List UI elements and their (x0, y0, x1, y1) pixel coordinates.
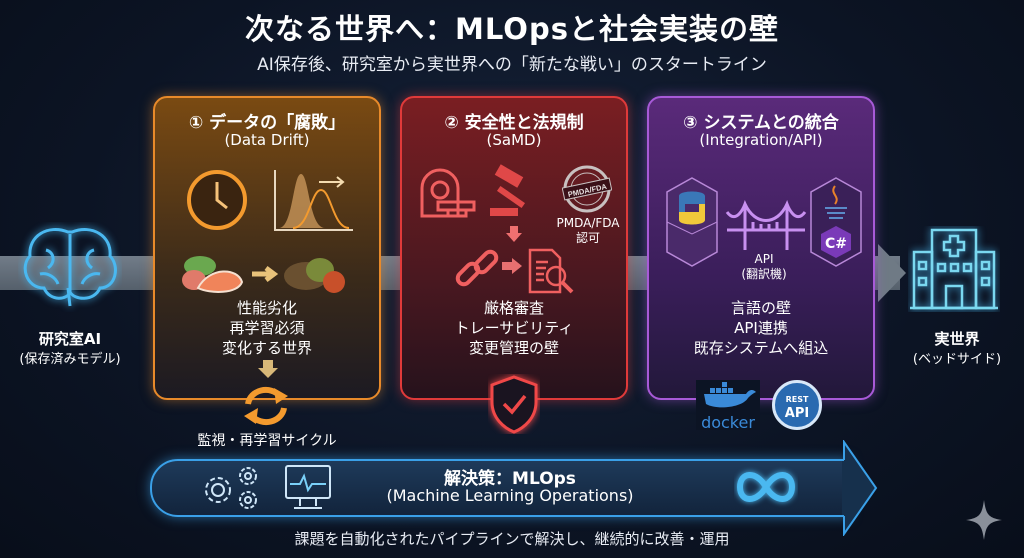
shield-check-icon (490, 375, 538, 434)
panel-subtitle: (SaMD) (486, 131, 542, 149)
rest-api-label: API (784, 406, 810, 421)
solution-subtitle: (Machine Learning Operations) (386, 486, 634, 505)
clock-icon (187, 170, 247, 230)
ct-scanner-icon (420, 168, 476, 218)
solution-title: 解決策：MLOps (444, 469, 576, 489)
pipeline-arrowhead-icon (842, 440, 878, 536)
lab-ai-label: 研究室AI (38, 330, 102, 348)
rest-api-icon: REST API (772, 380, 822, 430)
panel-description: 厳格審査 トレーサビリティ 変更管理の壁 (402, 298, 626, 358)
food-spoiling-icon (182, 256, 345, 293)
panel-data-drift: ① データの「腐敗」 (Data Drift) 性能劣化 再学習必須 変化する世… (153, 96, 381, 400)
panel-integration-api: ③ システムとの統合 (Integration/API) C# API (翻訳機… (647, 96, 875, 400)
gears-icon (205, 467, 257, 509)
bridge-icon (725, 200, 807, 250)
flow-arrow-icon (878, 244, 906, 302)
panel-title: ② 安全性と法規制 (444, 113, 584, 133)
arrow-down-icon (258, 360, 278, 378)
infinity-loop-icon (736, 472, 796, 502)
python-icon (666, 177, 718, 267)
api-translator-label: API (翻訳機) (719, 252, 809, 282)
description-line: 変化する世界 (221, 339, 312, 357)
distribution-shift-chart-icon (274, 170, 353, 231)
page-title: 次なる世界へ：MLOpsと社会実装の壁 (245, 12, 779, 46)
panel-title: ③ システムとの統合 (683, 113, 839, 133)
java-csharp-icon: C# (810, 177, 862, 267)
monitor-heartbeat-icon (285, 465, 331, 509)
cycle-label: 監視・再学習サイクル (197, 433, 337, 449)
chain-link-icon (455, 249, 499, 287)
pmda-fda-stamp-icon: PMDA/FDA (562, 165, 612, 213)
panel-description: 言語の壁 API連携 既存システムへ組込 (649, 298, 873, 358)
arrow-right-icon (502, 258, 522, 274)
sparkle-icon (966, 500, 1002, 540)
description-line: 再学習必須 (229, 319, 305, 337)
description-line: 性能劣化 (236, 299, 297, 317)
svg-text:C#: C# (825, 236, 847, 252)
gavel-icon (490, 164, 526, 216)
hospital-icon (910, 228, 998, 310)
panel-subtitle: (Data Drift) (224, 131, 310, 149)
docker-logo: docker (696, 380, 760, 432)
real-world-sublabel: (ベッドサイド) (912, 352, 1002, 367)
solution-footer: 課題を自動化されたパイプラインで解決し、継続的に改善・運用 (294, 530, 730, 548)
brain-icon (23, 228, 117, 307)
docker-whale-icon (704, 382, 756, 408)
document-search-icon (528, 248, 574, 294)
approval-label-line: PMDA/FDA (556, 216, 620, 230)
real-world-label: 実世界 (934, 330, 980, 348)
description-line: 既存システムへ組込 (693, 339, 829, 357)
description-line: 変更管理の壁 (468, 339, 559, 357)
description-line: トレーサビリティ (454, 319, 574, 337)
approval-label: PMDA/FDA 認可 (548, 216, 628, 246)
api-sublabel: (翻訳機) (741, 267, 787, 281)
refresh-cycle-icon (244, 386, 288, 426)
panel-safety-regulation: ② 安全性と法規制 (SaMD) PMDA/FDA PMDA/FDA 認可 厳格… (400, 96, 628, 400)
api-label: API (754, 252, 774, 266)
description-line: 厳格審査 (483, 299, 544, 317)
approval-label-line: 認可 (575, 231, 600, 245)
page-subtitle: AI保存後、研究室から実世界への「新たな戦い」のスタートライン (257, 55, 767, 75)
panel-title: ① データの「腐敗」 (188, 113, 346, 133)
description-line: API連携 (734, 319, 788, 337)
docker-label: docker (701, 413, 755, 432)
arrow-down-icon (506, 226, 522, 242)
panel-subtitle: (Integration/API) (699, 131, 823, 149)
rest-label: REST (785, 395, 809, 404)
description-line: 言語の壁 (730, 299, 791, 317)
lab-ai-sublabel: (保存済みモデル) (19, 352, 121, 367)
mlops-pipeline (150, 459, 850, 517)
panel-description: 性能劣化 再学習必須 変化する世界 (155, 298, 379, 358)
